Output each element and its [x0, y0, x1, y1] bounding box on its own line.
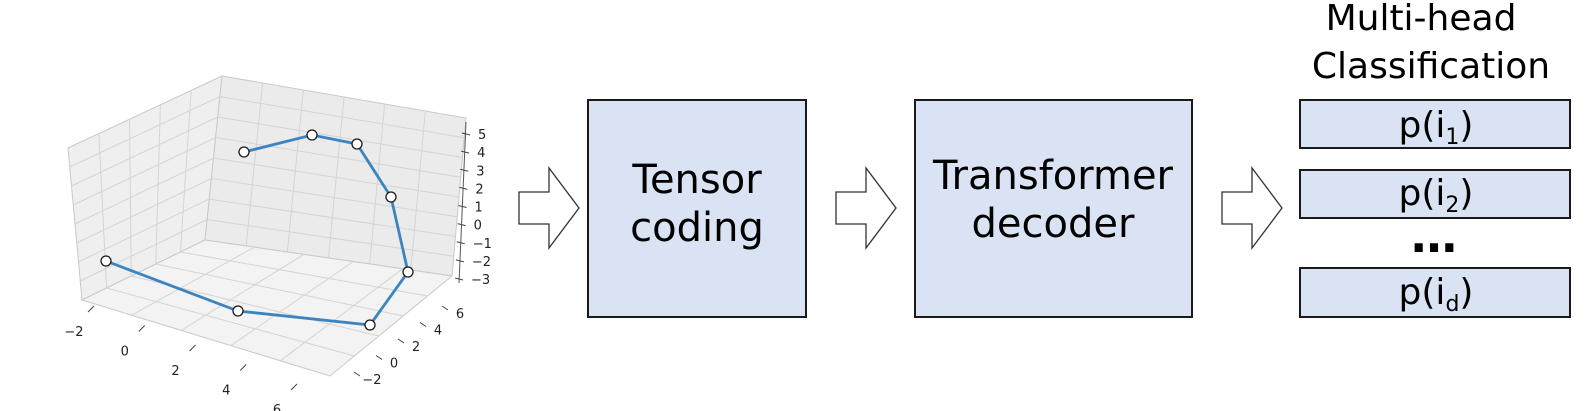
x-tick-label: 6	[273, 403, 281, 411]
heads-title-line2: Classification	[1312, 46, 1550, 87]
y-tick-label: 0	[390, 357, 398, 372]
z-tick-label: 3	[476, 164, 484, 179]
z-tick-label: 4	[477, 146, 485, 161]
svg-text:p(i1): p(i1)	[1399, 105, 1474, 150]
trajectory-point	[351, 138, 363, 150]
trajectory-point	[306, 129, 318, 141]
heads-title-line1: Multi-head	[1326, 0, 1517, 39]
y-tick-label: 2	[412, 340, 420, 355]
tensor-coding-line2: coding	[630, 205, 764, 251]
arrow-right-icon	[1221, 166, 1283, 250]
x-tick-label: 0	[121, 345, 129, 360]
x-tick-label: −2	[64, 325, 83, 340]
z-tick-label: −3	[471, 273, 490, 288]
trajectory-point	[364, 319, 376, 331]
head-item: p(id)	[1299, 267, 1571, 318]
x-tick-label: 4	[222, 384, 230, 399]
trajectory-point	[100, 255, 112, 267]
trajectory-point	[402, 266, 414, 278]
transformer-decoder-line2: decoder	[972, 201, 1135, 247]
svg-text:p(i2): p(i2)	[1399, 173, 1474, 218]
z-tick-label: −2	[472, 255, 491, 270]
svg-text:p(id): p(id)	[1399, 272, 1474, 317]
z-tick-label: 2	[475, 182, 483, 197]
y-tick-label: −2	[362, 373, 381, 388]
trajectory-point	[385, 191, 397, 203]
heads-ellipsis: …	[1411, 209, 1457, 263]
tensor-coding-box: Tensor coding	[587, 99, 807, 318]
trajectory-line	[105, 133, 410, 327]
z-tick-label: −1	[473, 237, 492, 252]
transformer-decoder-box: Transformer decoder	[914, 99, 1193, 318]
z-axis-ticks: 5 4 3 2 1 0 −1 −2 −3	[454, 121, 492, 288]
head-item: p(i1)	[1299, 99, 1571, 150]
y-tick-label: 6	[456, 307, 464, 322]
transformer-decoder-line1: Transformer	[932, 153, 1174, 199]
head-item: p(i2)	[1299, 169, 1571, 219]
z-tick-label: 1	[475, 201, 483, 216]
arrow-right-icon	[835, 166, 897, 250]
z-tick-label: 5	[478, 128, 486, 143]
trajectory-markers	[100, 129, 414, 331]
tensor-coding-line1: Tensor	[631, 157, 762, 203]
arrow-right-icon	[518, 166, 580, 250]
y-tick-label: 4	[434, 324, 442, 339]
z-tick-label: 0	[474, 219, 482, 234]
plot-grid	[69, 82, 465, 362]
x-axis-ticks: −2 0 2 4 6	[64, 305, 298, 411]
x-tick-label: 2	[171, 364, 179, 379]
trajectory-point	[232, 305, 244, 317]
trajectory-point	[238, 146, 250, 158]
multi-head-classification: Multi-head Classification p(i1) p(i2) … …	[1299, 0, 1571, 318]
plot-floor-pane	[80, 239, 454, 377]
